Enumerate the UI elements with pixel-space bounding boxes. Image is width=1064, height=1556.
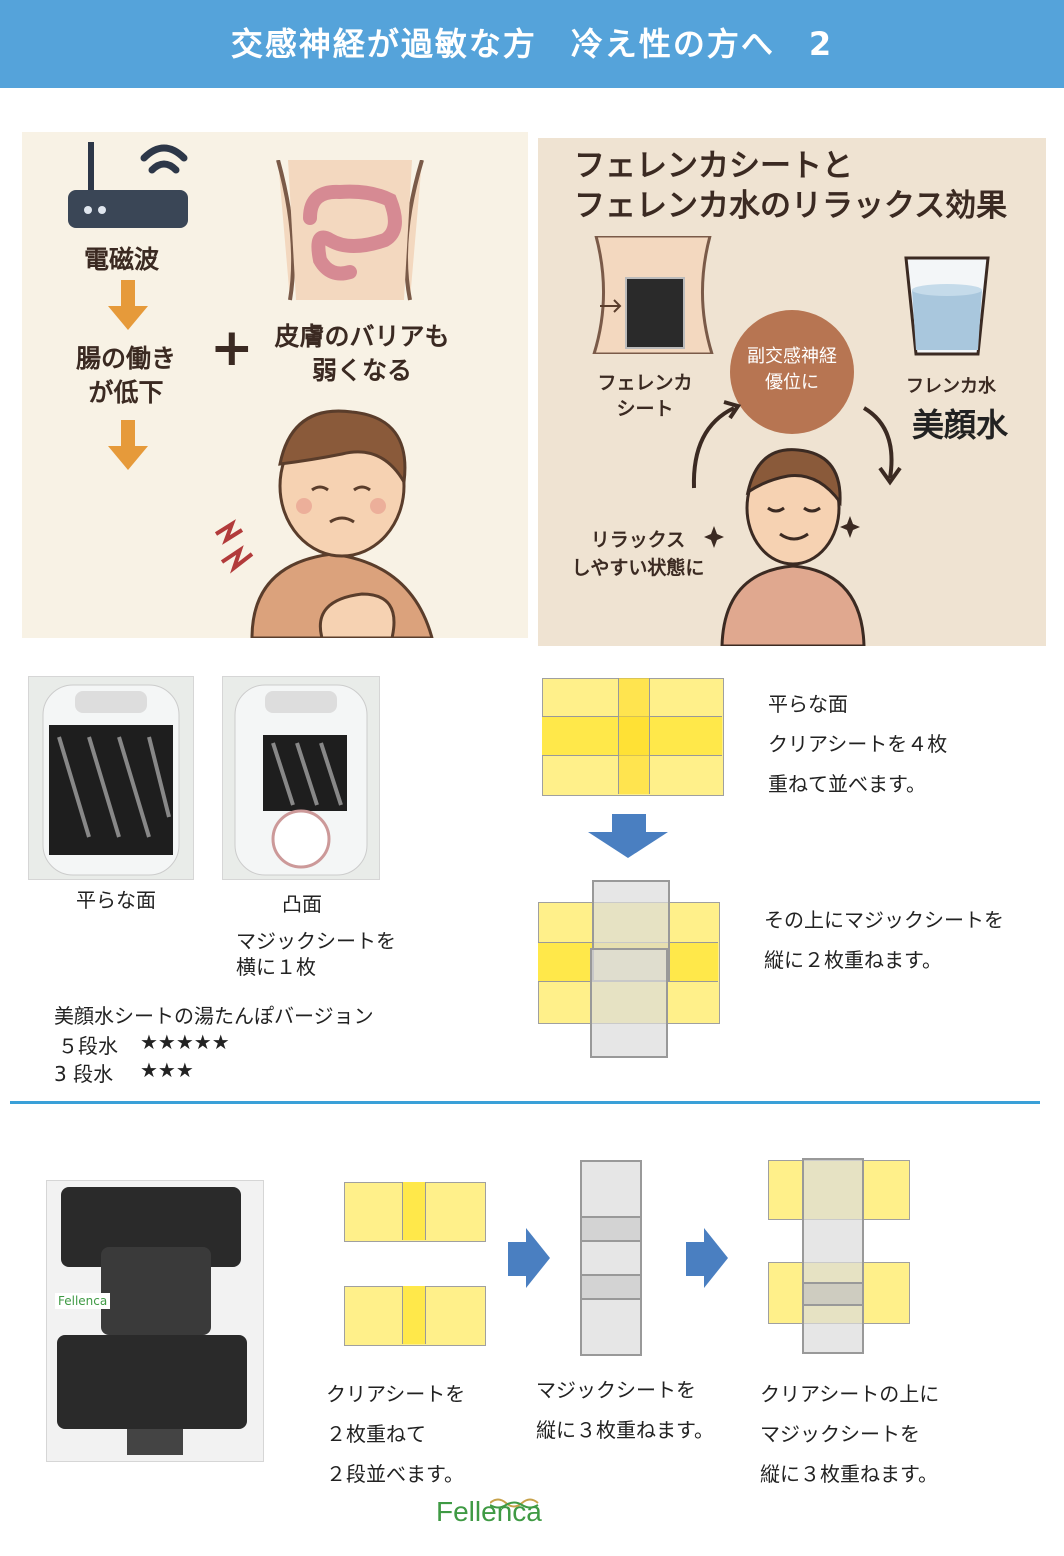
- magic-sheet-stack: [580, 1160, 642, 1356]
- version-title: 美顔水シートの湯たんぽバージョン: [54, 1004, 374, 1028]
- intestine-icon: [276, 160, 424, 301]
- rating-row-1-label: ５段水: [58, 1034, 118, 1058]
- black-sheets-image: [57, 1187, 247, 1455]
- page-header: 交感神経が過敏な方 冷え性の方へ 2: [0, 0, 1064, 88]
- parasympathetic-circle: 副交感神経 優位に: [730, 310, 854, 434]
- page-title: 交感神経が過敏な方 冷え性の方へ 2: [230, 25, 834, 63]
- right-arrow-blue-icon: [526, 1228, 550, 1288]
- flat-side-caption: 平らな面: [76, 888, 156, 912]
- sparkle-icon: [704, 516, 860, 548]
- down-arrow-stem-1: [121, 280, 135, 306]
- convex-side-note: マジックシートを 横に１枚: [236, 929, 396, 979]
- clear-sheet-grid-diagram: [542, 678, 724, 796]
- down-arrow-blue-icon: [588, 832, 668, 858]
- sheet-label: フェレンカ シート: [597, 372, 693, 420]
- step1-label: 腸の働き が低下: [75, 344, 176, 407]
- magic-sheet-overlap: [582, 1274, 640, 1300]
- right-arrow-blue-icon: [704, 1228, 728, 1288]
- relax-effect-title: フェレンカシートと フェレンカ水のリラックス効果: [574, 148, 1008, 224]
- diagram1-text: 平らな面 クリアシートを４枚 重ねて並べます。: [768, 692, 948, 796]
- water-big-label: 美顔水: [912, 406, 1009, 444]
- magic-sheet-overlap: [804, 1282, 862, 1306]
- step3-text: クリアシートの上に マジックシートを 縦に３枚重ねます。: [760, 1382, 940, 1486]
- step2-text: マジックシートを 縦に３枚重ねます。: [536, 1378, 714, 1442]
- skin-barrier-label: 皮膚のバリアも 弱くなる: [274, 322, 450, 385]
- rating-row-2-stars: ★★★: [140, 1058, 194, 1082]
- hot-water-bottle-flat-image: [42, 684, 180, 876]
- plus-sign: +: [210, 318, 254, 378]
- router-icon: [68, 142, 188, 228]
- right-illustration-panel: フェレンカシートと フェレンカ水のリラックス効果 フェレンカ シート 副交感神経…: [538, 138, 1046, 646]
- rating-row-1-stars: ★★★★★: [140, 1030, 230, 1054]
- water-small-label: フレンカ水: [906, 376, 996, 397]
- relax-state-label: リラックス しやすい状態に: [571, 529, 705, 579]
- sad-boy-illustration: [214, 409, 434, 638]
- down-arrow-icon: [108, 306, 148, 330]
- step1-diagram: [344, 1182, 486, 1346]
- magic-sheet-diagram: [538, 880, 722, 1058]
- parasympathetic-label: 副交感神経 優位に: [747, 346, 837, 393]
- sheet-layout-photo: Fellenca: [46, 1180, 264, 1462]
- convex-side-caption: 凸面: [282, 892, 322, 916]
- body-with-sheet-illustration: [592, 236, 714, 354]
- down-arrow-stem-blue: [612, 814, 646, 832]
- left-illustration-panel: 電磁波 腸の働き が低下 + 皮膚のバリアも 弱くなる: [22, 132, 528, 638]
- clear-sheet-overlap: [402, 1286, 426, 1344]
- step3-diagram: [766, 1158, 910, 1358]
- step1-text: クリアシートを ２枚重ねて ２段並べます。: [326, 1382, 466, 1486]
- magic-sheet-overlap: [582, 1216, 640, 1242]
- water-glass-icon: [904, 256, 990, 356]
- convex-side-photo: [222, 676, 380, 880]
- diagram2-text: その上にマジックシートを 縦に２枚重ねます。: [764, 908, 1004, 972]
- relaxed-person-illustration: [720, 448, 866, 646]
- down-arrow-icon: [108, 446, 148, 470]
- section-divider: [10, 1101, 1040, 1104]
- step2-diagram: [580, 1160, 642, 1356]
- magic-sheet-stack: [802, 1158, 864, 1354]
- right-arrow-stem: [686, 1242, 704, 1276]
- hot-water-bottle-convex-image: [234, 684, 368, 876]
- cycle-arrows-icon: [691, 400, 902, 489]
- router-label: 電磁波: [84, 245, 160, 274]
- photo-logo-tag: Fellenca: [55, 1293, 111, 1309]
- clear-sheet-overlap: [618, 678, 650, 794]
- flat-side-photo: [28, 676, 194, 880]
- clear-sheet-overlap: [402, 1182, 426, 1240]
- magic-sheet: [590, 948, 668, 1058]
- logo-wave-icon: [490, 1498, 539, 1509]
- right-arrow-stem: [508, 1242, 526, 1276]
- down-arrow-stem-2: [121, 420, 135, 446]
- rating-row-2-label: 3 段水: [54, 1062, 114, 1086]
